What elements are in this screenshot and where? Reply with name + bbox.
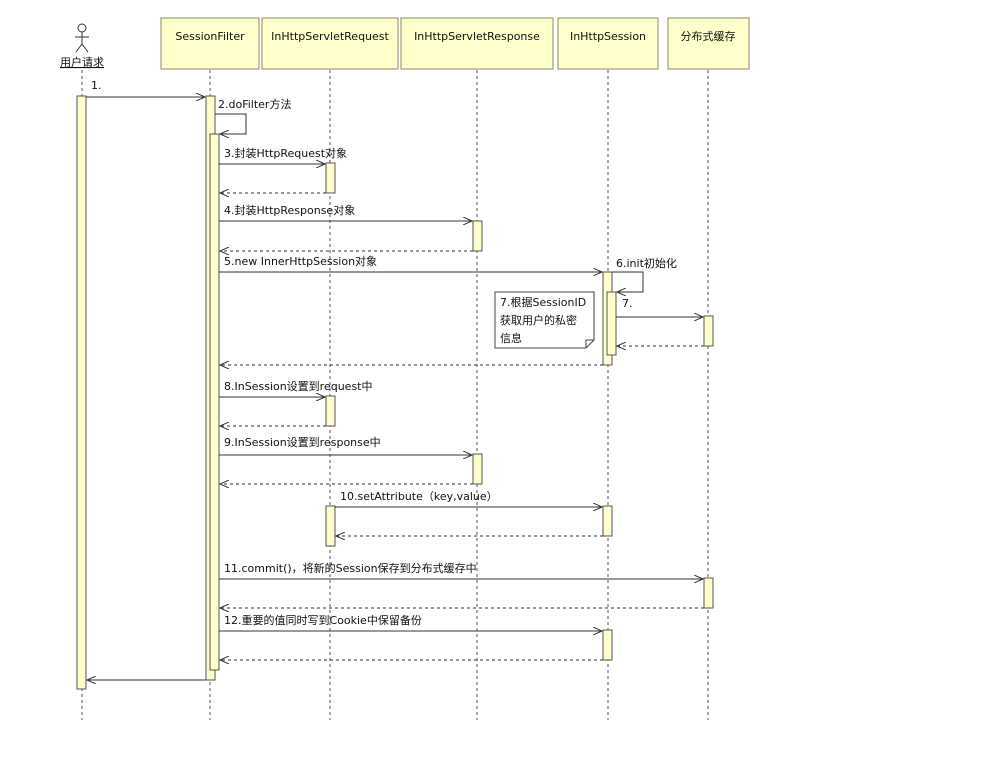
lifeline-label: InHttpServletRequest (271, 30, 389, 43)
lifeline-label: SessionFilter (175, 30, 245, 43)
activation-request-1 (325, 162, 336, 194)
activation-session-inner (606, 291, 617, 356)
message-labels: 1. 2.doFilter方法 3.封装HttpRequest对象 4.封装Ht… (91, 79, 677, 627)
note-box: 7.根据SessionID 获取用户的私密 信息 (494, 291, 595, 349)
activation-session-2 (602, 505, 613, 537)
lifeline-header-request: InHttpServletRequest (261, 17, 399, 70)
activation-request-2 (325, 395, 336, 427)
msg-label-8: 8.InSession设置到request中 (224, 380, 373, 393)
msg-label-2: 2.doFilter方法 (218, 97, 291, 111)
msg-2 (215, 113, 247, 134)
actor-user: 用户请求 (60, 23, 104, 69)
activation-session-3 (602, 629, 613, 661)
msg-label-9: 9.InSession设置到response中 (224, 436, 381, 449)
activation-cache-2 (703, 577, 714, 609)
msg-label-12: 12.重要的值同时写到Cookie中保留备份 (224, 613, 422, 627)
lifeline-header-cache: 分布式缓存 (667, 17, 750, 70)
activation-cache-1 (703, 315, 714, 347)
activation-response-1 (472, 220, 483, 252)
activation-response-2 (472, 453, 483, 485)
actor-label: 用户请求 (60, 55, 104, 69)
lifeline-label: InHttpServletResponse (414, 30, 540, 43)
activation-sf-inner (209, 133, 220, 671)
msg-label-11: 11.commit()，将新的Session保存到分布式缓存中 (224, 561, 477, 575)
note-line-3: 信息 (500, 331, 522, 345)
activation-request-3 (325, 505, 336, 547)
lifeline-header-response: InHttpServletResponse (400, 17, 554, 70)
activations (76, 95, 714, 690)
activation-actor (76, 95, 87, 690)
msg-6 (612, 271, 644, 292)
lifeline-header-sessionfilter: SessionFilter (160, 17, 260, 70)
lifeline-header-session: InHttpSession (557, 17, 659, 70)
msg-label-6: 6.init初始化 (616, 256, 677, 270)
lifeline-label: 分布式缓存 (681, 29, 736, 43)
message-arrows (86, 97, 704, 680)
msg-label-3: 3.封装HttpRequest对象 (224, 146, 347, 160)
lifeline-label: InHttpSession (570, 30, 646, 43)
msg-label-1: 1. (91, 79, 102, 92)
note-line-2: 获取用户的私密 (500, 313, 577, 327)
msg-label-4: 4.封装HttpResponse对象 (224, 203, 355, 217)
msg-label-7: 7. (622, 297, 633, 310)
msg-label-5: 5.new InnerHttpSession对象 (224, 254, 377, 268)
msg-label-10: 10.setAttribute（key,value） (340, 490, 498, 503)
note-line-1: 7.根据SessionID (500, 295, 586, 309)
